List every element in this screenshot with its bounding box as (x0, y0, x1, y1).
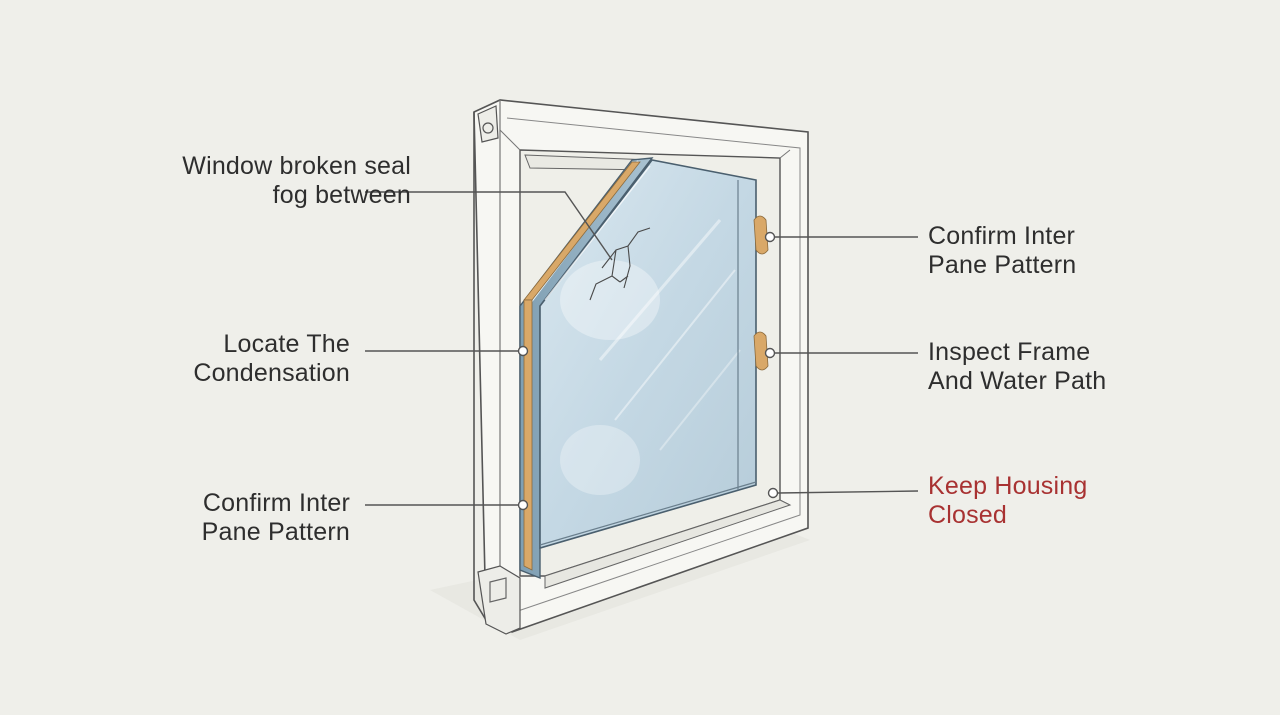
callout-frame: Inspect Frame And Water Path (928, 338, 1106, 396)
callout-condensation-line2: Condensation (193, 359, 350, 387)
spacer-seals-right (753, 215, 769, 371)
callout-housing: Keep Housing Closed (928, 472, 1087, 530)
callout-seal-line2: fog between (272, 181, 411, 209)
callout-pane-right: Confirm Inter Pane Pattern (928, 222, 1076, 280)
anchor-dots (517, 231, 779, 511)
callout-pane-left: Confirm Inter Pane Pattern (202, 489, 350, 547)
callout-frame-line2: And Water Path (928, 367, 1107, 395)
leader-seal (365, 191, 613, 261)
callout-housing-line1: Keep Housing (928, 472, 1088, 500)
callout-condensation-line1: Locate The (223, 330, 350, 358)
anchor-frame (764, 347, 776, 359)
glass-pane (539, 159, 757, 550)
leader-housing (777, 490, 919, 494)
callout-pane-left-line2: Pane Pattern (201, 518, 350, 546)
anchor-condensation (517, 345, 529, 357)
anchor-pane-right (764, 231, 776, 243)
callout-housing-line2: Closed (928, 501, 1008, 529)
anchor-housing (767, 487, 779, 499)
callout-pane-left-line1: Confirm Inter (202, 489, 350, 517)
callout-pane-right-line1: Confirm Inter (928, 222, 1076, 250)
callout-seal: Window broken seal fog between (182, 152, 411, 210)
callout-seal-line1: Window broken seal (182, 152, 411, 180)
callout-frame-line1: Inspect Frame (928, 338, 1091, 366)
leader-lines (365, 191, 919, 506)
callout-pane-right-line2: Pane Pattern (928, 251, 1077, 279)
callout-condensation: Locate The Condensation (193, 330, 350, 388)
anchor-pane-left (517, 499, 529, 511)
